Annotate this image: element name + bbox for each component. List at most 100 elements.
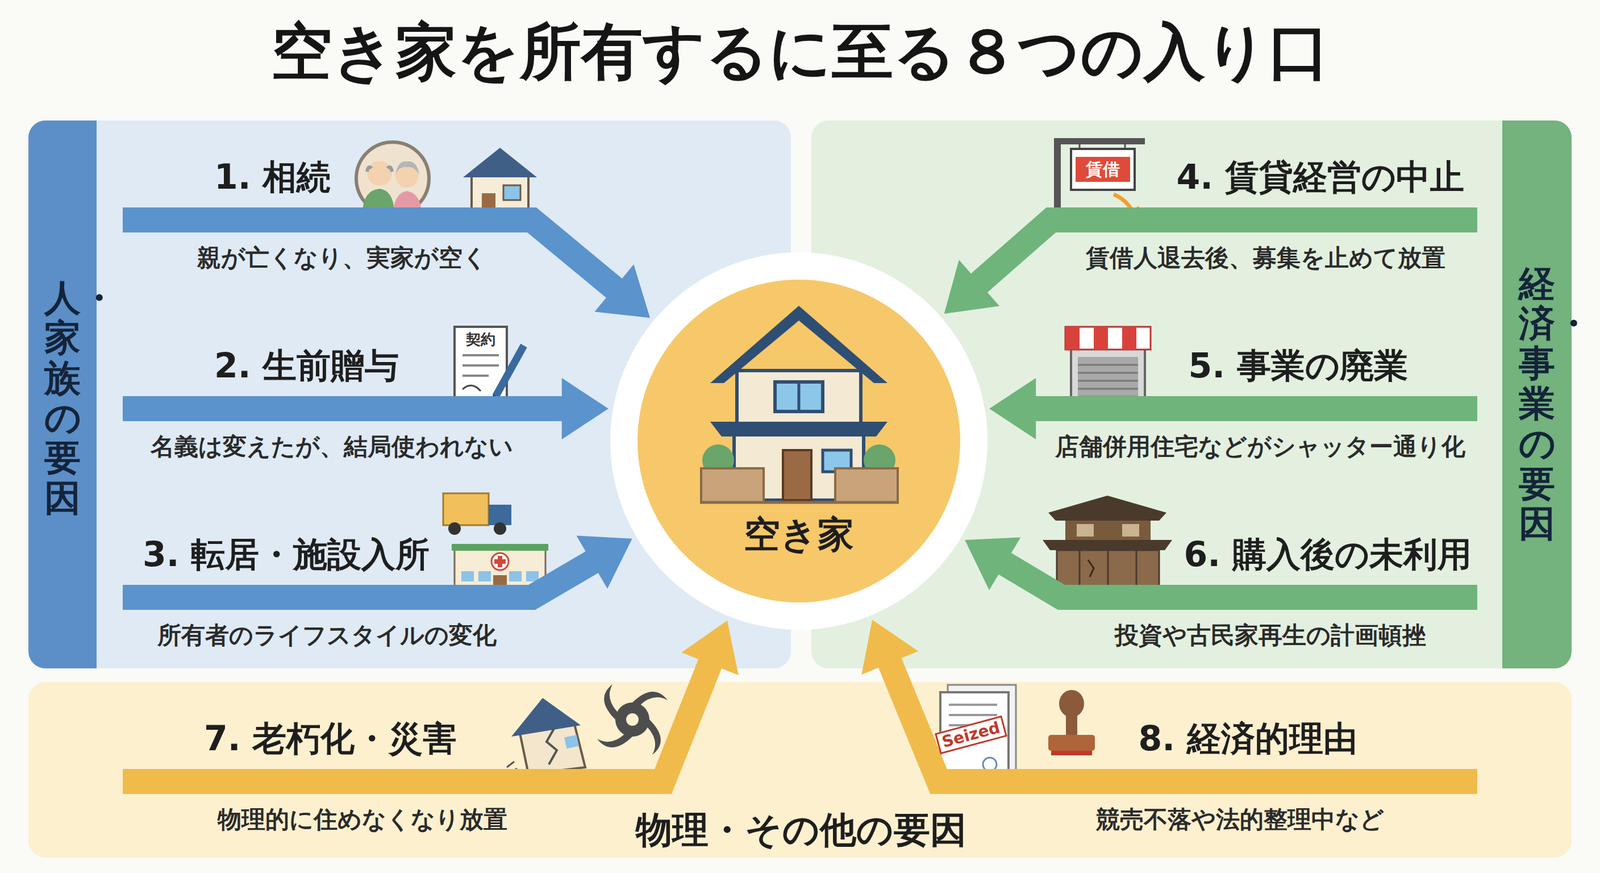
truck-icon xyxy=(443,493,512,535)
seized-documents-icon-part xyxy=(948,703,998,706)
cause-item-part xyxy=(122,758,664,804)
rent-sign-icon-part xyxy=(1053,138,1145,145)
icon-label: 賃借 xyxy=(1085,159,1120,180)
hospital-icon-part xyxy=(478,571,491,582)
item-heading: 3. 転居・施設入所 xyxy=(122,533,532,575)
damaged-house-icon-part xyxy=(546,728,557,765)
hospital-icon-part xyxy=(526,571,539,582)
center-circle-shape-part-part xyxy=(782,450,812,500)
closed-shop-icon-part xyxy=(1077,380,1139,382)
item-description: 店舗併用住宅などがシャッター通り化 xyxy=(1031,431,1489,463)
arrow-shaft xyxy=(122,219,620,293)
center-circle: 空き家 xyxy=(610,252,988,630)
typhoon-icon-part xyxy=(632,691,668,706)
arrow-shaft xyxy=(887,656,1478,782)
old-house-icon-part xyxy=(1042,539,1173,550)
truck-icon-part xyxy=(493,522,507,535)
cause-item-part xyxy=(122,385,583,432)
category-label: 経済・事業の要因 xyxy=(1518,263,1556,544)
cause-item-part xyxy=(1020,385,1478,432)
arrow-head xyxy=(594,264,650,318)
category-panel: 物理・その他の要因7. 老朽化・災害物理的に住めなくなり放置8. 経済的理由競売… xyxy=(28,681,1572,858)
arrow-shaft xyxy=(122,396,583,422)
old-house-icon-part xyxy=(1076,523,1094,537)
cause-item: 2. 生前贈与名義は変えたが、結局使われない xyxy=(122,344,583,463)
cause-item: 7. 老朽化・災害物理的に住めなくなり放置 xyxy=(122,717,664,836)
old-house-icon-part xyxy=(1048,495,1167,521)
icon-label: 契約 xyxy=(465,331,496,349)
item-description: 物理的に住めなくなり放置 xyxy=(92,803,633,836)
contract-icon-part xyxy=(462,364,499,367)
cause-item: 6. 購入後の未利用投資や古民家再生の計画頓挫 xyxy=(1061,533,1478,652)
closed-shop-icon-part xyxy=(1077,388,1139,390)
arrow-connector xyxy=(122,219,650,318)
cause-item-part xyxy=(1061,574,1478,620)
hospital-icon-part xyxy=(509,571,522,582)
damaged-house-icon-part xyxy=(511,697,581,737)
rent-sign-icon-part xyxy=(1071,148,1135,190)
closed-shop-icon-part xyxy=(1077,372,1139,374)
arrow-head xyxy=(861,619,919,675)
cause-item: 8. 経済的理由競売不落や法的整理中など xyxy=(938,717,1478,836)
arrow-head xyxy=(681,620,739,675)
truck-icon-part xyxy=(443,493,489,525)
house-icon-part xyxy=(463,147,537,178)
truck-icon-part xyxy=(448,522,461,535)
elderly-couple-icon-part xyxy=(356,142,429,215)
stamp-icon-part xyxy=(1059,689,1085,718)
old-house-icon-part xyxy=(1088,559,1094,577)
closed-shop-icon-part xyxy=(1065,326,1151,350)
center-circle-shape-part-part xyxy=(797,381,801,412)
contract-icon-part xyxy=(495,345,524,397)
item-heading: 5. 事業の廃業 xyxy=(1020,344,1478,386)
center-circle-shape-part xyxy=(610,252,988,630)
arrow-shaft xyxy=(1020,396,1478,422)
arrow-head xyxy=(964,536,1021,590)
closed-shop-icon-part xyxy=(1077,356,1139,400)
item-heading: 8. 経済的理由 xyxy=(938,717,1478,759)
right-strip xyxy=(1502,120,1572,669)
cause-item-part xyxy=(122,197,532,243)
item-description: 競売不落や法的整理中など xyxy=(970,803,1510,836)
closed-shop-icon-part xyxy=(1065,326,1080,350)
arrow-head xyxy=(944,259,1000,314)
typhoon-icon-part xyxy=(646,719,661,755)
cause-item-part xyxy=(1051,197,1478,243)
closed-shop-icon xyxy=(1065,326,1151,402)
typhoon-icon-part xyxy=(603,684,619,720)
old-house-icon-part xyxy=(1122,523,1140,537)
item-description: 投資や古民家再生の計画頓挫 xyxy=(1062,619,1479,652)
hospital-icon-part xyxy=(491,552,509,570)
contract-icon-part xyxy=(462,374,489,377)
center-circle-shape-part-part xyxy=(710,305,888,383)
closed-shop-icon-part xyxy=(1122,326,1137,350)
hospital-icon-part xyxy=(451,543,549,551)
arrow-connector xyxy=(122,377,609,440)
center-label: 空き家 xyxy=(610,512,988,557)
arrow-head xyxy=(989,377,1036,440)
contract-icon-part xyxy=(462,385,481,391)
stamp-icon-part xyxy=(1051,750,1093,756)
seized-documents-icon-part xyxy=(948,713,998,716)
cause-item: 5. 事業の廃業店舗併用住宅などがシャッター通り化 xyxy=(1020,344,1478,463)
truck-icon-part xyxy=(488,504,512,525)
category-label: 人・家族の要因 xyxy=(44,277,81,518)
closed-shop-icon-part xyxy=(1077,364,1139,366)
item-description: 所有者のライフスタイルの変化 xyxy=(122,619,532,652)
arrow-connector xyxy=(989,377,1478,440)
cause-item-part xyxy=(122,574,532,620)
damaged-house-icon xyxy=(506,697,594,780)
cause-item: 3. 転居・施設入所所有者のライフスタイルの変化 xyxy=(122,533,532,652)
center-circle-shape-part-part xyxy=(701,468,764,503)
hospital-icon-part xyxy=(494,559,506,564)
elderly-couple-icon-part xyxy=(395,161,420,175)
contract-icon-part xyxy=(462,353,499,357)
stamp-icon-part xyxy=(1065,713,1078,736)
item-description: 名義は変えたが、結局使われない xyxy=(101,431,562,463)
item-description: 賃借人退去後、募集を止めて放置 xyxy=(1052,242,1479,274)
title: 空き家を所有するに至る８つの入り口 xyxy=(0,14,1600,89)
typhoon-icon-part xyxy=(597,732,633,748)
center-circle-shape-part-part xyxy=(736,370,861,425)
center-circle-shape xyxy=(610,252,988,630)
left-strip xyxy=(28,120,97,669)
